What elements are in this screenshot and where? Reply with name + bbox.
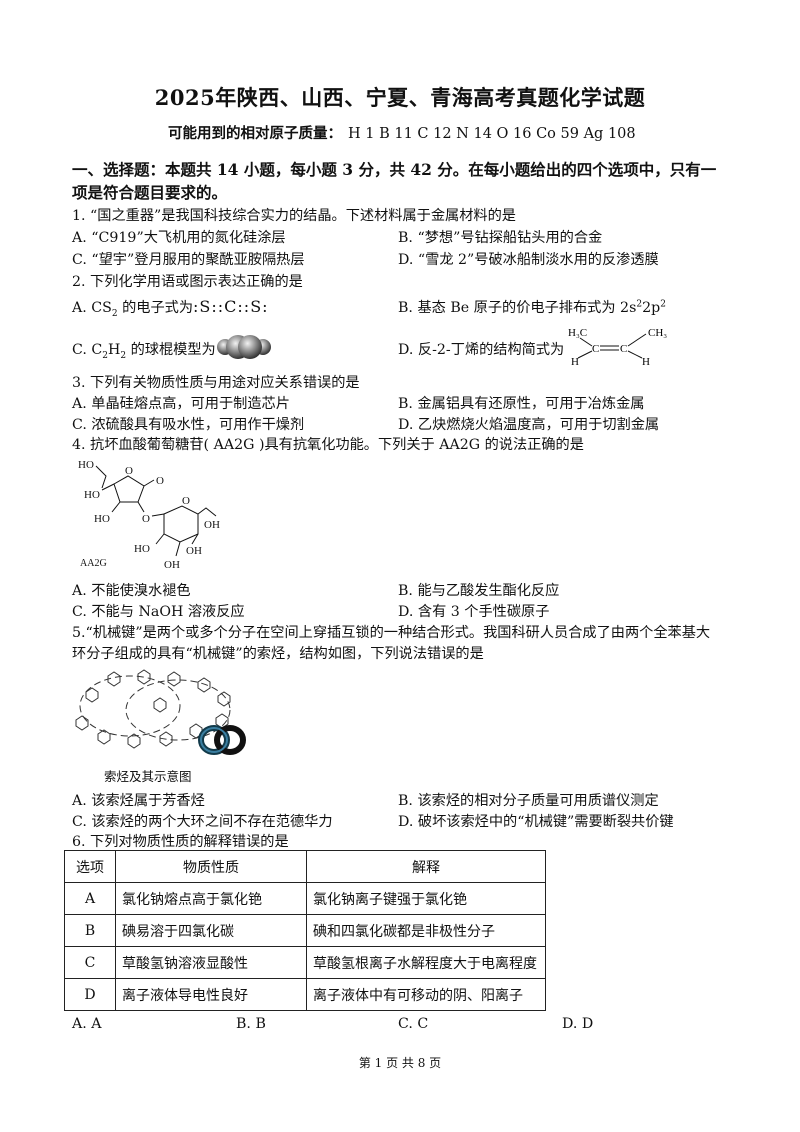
aa2g-ho1: HO xyxy=(78,459,94,471)
q1-option-c[interactable]: C. “望宇”登月服用的聚酰亚胺隔热层 xyxy=(72,252,305,268)
q2b-mid: 2p xyxy=(642,300,661,316)
aa2g-ho3: HO xyxy=(94,513,110,525)
q4-option-c[interactable]: C. 不能与 NaOH 溶液反应 xyxy=(72,604,245,620)
q5-stem-line1: 5.“机械键”是两个或多个分子在空间上穿插互锁的一种结合形式。我国科研人员合成了… xyxy=(72,625,711,641)
q2c-pre: C. C xyxy=(72,342,103,358)
q5-stem-line2: 环分子组成的具有“机械键”的索烃，结构如图，下列说法错误的是 xyxy=(72,646,484,662)
table-header-explanation: 解释 xyxy=(306,850,546,883)
q1-stem: 1. “国之重器”是我国科技综合实力的结晶。下述材料属于金属材料的是 xyxy=(72,208,516,224)
table-row: A 氯化钠熔点高于氯化铯 氯化钠离子键强于氯化铯 xyxy=(64,882,546,915)
q3-option-a[interactable]: A. 单晶硅熔点高，可用于制造芯片 xyxy=(72,396,290,412)
d-c-left: C xyxy=(592,343,599,355)
table-row: D 离子液体导电性良好 离子液体中有可移动的阴、阳离子 xyxy=(64,978,546,1011)
table-cell: 草酸氢钠溶液显酸性 xyxy=(115,946,307,979)
table-cell: 离子液体中有可移动的阴、阳离子 xyxy=(306,978,546,1011)
q1-option-d[interactable]: D. “雪龙 2”号破冰船制淡水用的反渗透膜 xyxy=(398,252,659,268)
aa2g-ho2: HO xyxy=(84,489,100,501)
q6-stem: 6. 下列对物质性质的解释错误的是 xyxy=(72,834,289,850)
q6-option-c[interactable]: C. C xyxy=(398,1016,429,1032)
atomic-masses: 可能用到的相对原子质量： H 1 B 11 C 12 N 14 O 16 Co 5… xyxy=(168,122,636,143)
table-row: B 碘易溶于四氯化碳 碘和四氯化碳都是非极性分子 xyxy=(64,914,546,947)
q2a-sub: 2 xyxy=(111,308,118,319)
table-header-property: 物质性质 xyxy=(115,850,307,883)
q4-option-d[interactable]: D. 含有 3 个手性碳原子 xyxy=(398,604,550,620)
table-cell: D xyxy=(64,978,116,1011)
c2h2-ball-stick-model-image xyxy=(217,335,271,359)
table-cell: 草酸氢根离子水解程度大于电离程度 xyxy=(306,946,546,979)
q2-option-d[interactable]: D. 反-2-丁烯的结构简式为 xyxy=(398,342,565,358)
d-h-right: H xyxy=(642,356,650,368)
table-header-option: 选项 xyxy=(64,850,116,883)
section-heading-line2: 项是符合题目要求的。 xyxy=(72,183,228,202)
table-cell: A xyxy=(64,882,116,915)
catenane-schematic-rings xyxy=(198,725,246,755)
q2c-post: 的球棍模型为 xyxy=(126,342,216,358)
q5-option-b[interactable]: B. 该索烃的相对分子质量可用质谱仪测定 xyxy=(398,793,659,809)
q3-option-c[interactable]: C. 浓硫酸具有吸水性，可用作干燥剂 xyxy=(72,417,305,433)
table-cell: 碘易溶于四氯化碳 xyxy=(115,914,307,947)
q2c-sub2: 2 xyxy=(120,350,127,361)
q6-option-b[interactable]: B. B xyxy=(236,1016,266,1032)
aa2g-ho4: HO xyxy=(134,543,150,555)
q3-option-b[interactable]: B. 金属铝具有还原性，可用于冶炼金属 xyxy=(398,396,645,412)
q2b-pre: B. 基态 Be 原子的价电子排布式为 2s xyxy=(398,300,637,316)
q2a-pre: A. CS xyxy=(72,300,112,316)
section-heading-line1: 一、选择题：本题共 14 小题，每小题 3 分，共 42 分。在每小题给出的四个… xyxy=(72,160,717,179)
aa2g-structure-image: HO HO O O HO O O OH HO OH OH AA2G xyxy=(78,459,220,571)
q2b-sup2: 2 xyxy=(660,299,666,310)
aa2g-glycoside-o: O xyxy=(142,513,150,525)
q3-option-d[interactable]: D. 乙炔燃烧火焰温度高，可用于切割金属 xyxy=(398,417,660,433)
q6-option-d[interactable]: D. D xyxy=(562,1016,594,1032)
table-cell: C xyxy=(64,946,116,979)
q2a-post: 的电子式为 xyxy=(117,300,194,316)
q2b-sup1: 2 xyxy=(636,299,643,310)
q2-option-a[interactable]: A. CS2 的电子式为:S::C::S: xyxy=(72,297,269,319)
table-row: C 草酸氢钠溶液显酸性 草酸氢根离子水解程度大于电离程度 xyxy=(64,946,546,979)
page-number-footer: 第 1 页 共 8 页 xyxy=(358,1056,442,1070)
table-cell: 碘和四氯化碳都是非极性分子 xyxy=(306,914,546,947)
d-c-right: C xyxy=(620,343,627,355)
q2-stem: 2. 下列化学用语或图示表达正确的是 xyxy=(72,274,303,290)
table-cell: 氯化钠熔点高于氯化铯 xyxy=(115,882,307,915)
d-ch3: CH₃ xyxy=(648,327,667,339)
q4-option-b[interactable]: B. 能与乙酸发生酯化反应 xyxy=(398,583,560,599)
q3-stem: 3. 下列有关物质性质与用途对应关系错误的是 xyxy=(72,375,360,391)
q4-option-a[interactable]: A. 不能使溴水褪色 xyxy=(72,583,191,599)
aa2g-carbonyl-o: O xyxy=(156,475,164,487)
table-cell: 离子液体导电性良好 xyxy=(115,978,307,1011)
q2-option-c[interactable]: C. C2H2 的球棍模型为 xyxy=(72,339,216,361)
table-cell: 氯化钠离子键强于氯化铯 xyxy=(306,882,546,915)
q5-option-d[interactable]: D. 破坏该索烃中的“机械键”需要断裂共价键 xyxy=(398,814,674,830)
aa2g-label: AA2G xyxy=(80,558,107,569)
atomic-masses-values: H 1 B 11 C 12 N 14 O 16 Co 59 Ag 108 xyxy=(348,126,636,142)
atomic-masses-label: 可能用到的相对原子质量： xyxy=(168,125,342,142)
aa2g-oh3: OH xyxy=(164,559,180,571)
q6-table: 选项 物质性质 解释 A 氯化钠熔点高于氯化铯 氯化钠离子键强于氯化铯 B 碘易… xyxy=(64,850,546,1011)
q2-option-b[interactable]: B. 基态 Be 原子的价电子排布式为 2s22p2 xyxy=(398,297,666,317)
d-h3c: H₃C xyxy=(568,327,587,339)
page-title: 2025年陕西、山西、宁夏、青海高考真题化学试题 xyxy=(154,85,646,110)
q1-option-b[interactable]: B. “梦想”号钻探船钻头用的合金 xyxy=(398,230,603,246)
d-h-left: H xyxy=(571,356,579,368)
table-cell: B xyxy=(64,914,116,947)
cs2-electron-formula: :S::C::S: xyxy=(193,297,269,316)
q1-option-a[interactable]: A. “C919”大飞机用的氮化硅涂层 xyxy=(72,230,286,246)
aa2g-oh2: OH xyxy=(186,545,202,557)
table-header-row: 选项 物质性质 解释 xyxy=(64,850,546,883)
q6-option-a[interactable]: A. A xyxy=(72,1016,102,1032)
q4-stem: 4. 抗坏血酸葡萄糖苷( AA2G )具有抗氧化功能。下列关于 AA2G 的说法… xyxy=(72,437,584,453)
q5-option-c[interactable]: C. 该索烃的两个大环之间不存在范德华力 xyxy=(72,814,333,830)
trans-2-butene-structure: H₃C CH₃ C C H H xyxy=(568,327,667,368)
catenane-structure-image xyxy=(75,669,231,749)
q5-option-a[interactable]: A. 该索烃属于芳香烃 xyxy=(72,793,205,809)
q2c-mid: H xyxy=(107,342,121,358)
aa2g-oh1: OH xyxy=(204,519,220,531)
q5-figure-caption: 索烃及其示意图 xyxy=(104,769,192,784)
aa2g-ring-o: O xyxy=(125,465,133,477)
q2c-sub1: 2 xyxy=(102,350,108,361)
aa2g-pyran-o: O xyxy=(182,495,190,507)
